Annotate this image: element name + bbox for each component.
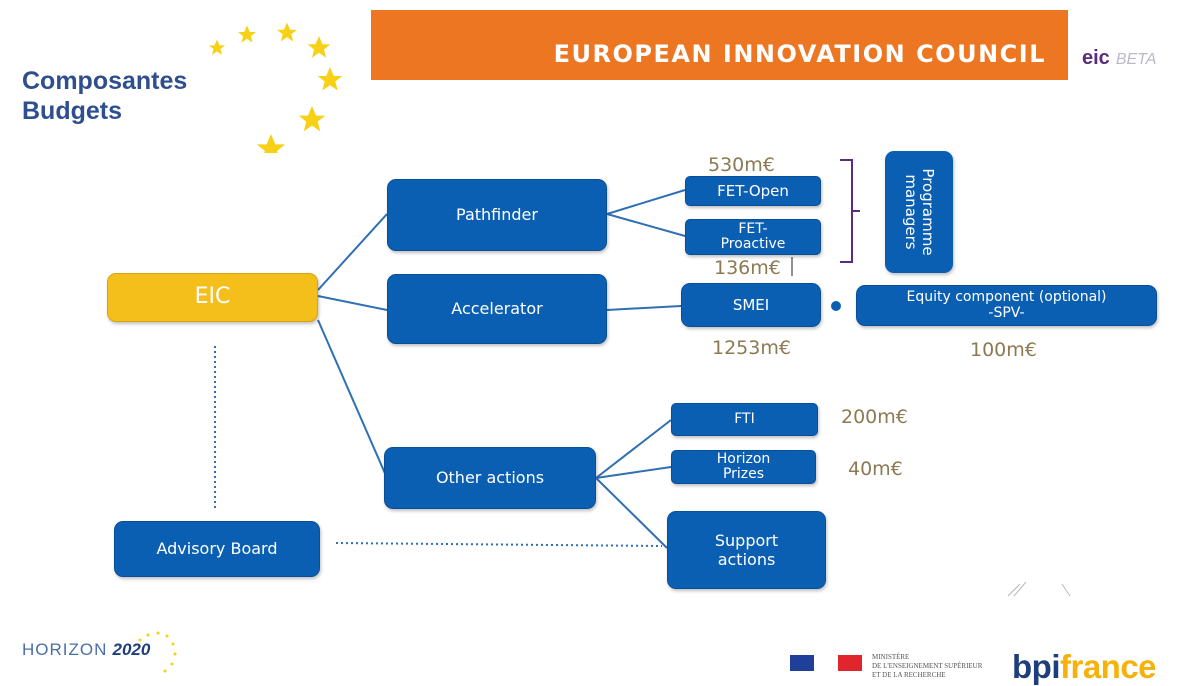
eic-box: EIC	[107, 273, 318, 322]
eic-beta-logo: eic BETA	[1082, 47, 1156, 70]
connector-other-fti	[595, 419, 672, 479]
horizon-logo-text: HORIZON	[22, 640, 108, 659]
eic-logo-text: eic	[1082, 47, 1110, 69]
fti-box: FTI	[671, 403, 818, 436]
connector-eic-other-actions	[317, 319, 388, 479]
amount-equity: 100m€	[970, 339, 1037, 361]
connector-other-prizes	[595, 466, 672, 479]
banner-title: EUROPEAN INNOVATION COUNCIL	[553, 40, 1046, 68]
fet-proactive-box: FET- Proactive	[685, 219, 821, 255]
horizon-logo-year: 2020	[112, 640, 151, 659]
support-actions-box: Support actions	[667, 511, 826, 589]
horizon-prizes-box: Horizon Prizes	[671, 450, 816, 484]
amount-fti: 200m€	[841, 406, 908, 428]
accelerator-box: Accelerator	[387, 274, 607, 344]
ministere-line-2: DE L'ENSEIGNEMENT SUPÉRIEUR	[872, 662, 983, 670]
connector-accelerator-smei	[606, 305, 682, 311]
amount-fet-open: 530m€	[708, 154, 775, 176]
programme-managers-bracket	[840, 159, 860, 263]
eic-banner: EUROPEAN INNOVATION COUNCIL	[371, 10, 1068, 80]
connector-eic-pathfinder	[317, 213, 388, 291]
amount-smei: 1253m€	[712, 337, 791, 359]
amount-horizon-prizes: 40m€	[848, 458, 903, 480]
horizon-2020-logo: HORIZON 2020	[22, 640, 150, 660]
decorative-marks	[1007, 581, 1071, 597]
amount-fet-proactive: 136m€	[714, 257, 781, 279]
bpifrance-logo: bpifrance	[1012, 648, 1157, 686]
connector-pathfinder-fet-proactive	[606, 213, 686, 237]
horizon-stars-icon	[138, 631, 177, 673]
fet-open-box: FET-Open	[685, 176, 821, 206]
smei-box: SMEI	[681, 283, 821, 327]
ministere-line-3: ET DE LA RECHERCHE	[872, 671, 946, 679]
ministere-text: MINISTÈRE DE L'ENSEIGNEMENT SUPÉRIEUR ET…	[872, 653, 982, 680]
smei-equity-dot	[831, 301, 841, 311]
connector-other-support	[595, 477, 668, 549]
advisory-support-dotted-line	[335, 542, 663, 547]
ministere-line-1: MINISTÈRE	[872, 653, 910, 661]
equity-component-box: Equity component (optional) -SPV-	[856, 285, 1157, 326]
page-title: Composantes Budgets	[22, 66, 187, 126]
other-actions-box: Other actions	[384, 447, 596, 509]
advisory-board-box: Advisory Board	[114, 521, 320, 577]
france-logo-part: france	[1059, 648, 1157, 685]
connector-eic-accelerator	[317, 295, 388, 311]
french-republic-flag-icon	[790, 655, 862, 671]
connector-pathfinder-fet-open	[606, 189, 686, 215]
programme-managers-label: Programme managers	[902, 168, 937, 256]
pathfinder-box: Pathfinder	[387, 179, 607, 251]
title-line-1: Composantes	[22, 67, 188, 95]
title-line-2: Budgets	[22, 97, 122, 125]
beta-logo-text: BETA	[1115, 51, 1157, 68]
programme-managers-box: Programme managers	[885, 151, 953, 273]
bpi-logo-part: bpi	[1012, 648, 1060, 685]
